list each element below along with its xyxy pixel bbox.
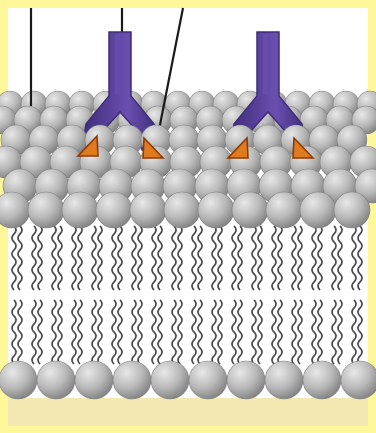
- phospholipid-head: [198, 192, 234, 228]
- phospholipid-head: [227, 361, 265, 399]
- phospholipid-head: [113, 361, 151, 399]
- phospholipid-heads-upper: [0, 125, 376, 228]
- phospholipid-head: [266, 192, 302, 228]
- phospholipid-head: [130, 192, 166, 228]
- phospholipid-head: [62, 192, 98, 228]
- phospholipid-head: [232, 192, 268, 228]
- phospholipid-head: [334, 192, 370, 228]
- phospholipid-head: [28, 192, 64, 228]
- phospholipid-head: [341, 361, 376, 399]
- receptor-highlight: [263, 34, 268, 94]
- phospholipid-head: [189, 361, 227, 399]
- phospholipid-head: [265, 361, 303, 399]
- phospholipid-head: [303, 361, 341, 399]
- phospholipid-head: [164, 192, 200, 228]
- intracellular-background: [8, 398, 368, 426]
- phospholipid-head: [37, 361, 75, 399]
- receptor-highlight: [115, 34, 120, 94]
- phospholipid-head: [151, 361, 189, 399]
- phospholipid-head: [96, 192, 132, 228]
- phospholipid-head: [0, 361, 37, 399]
- phospholipid-head: [75, 361, 113, 399]
- phospholipid-head: [300, 192, 336, 228]
